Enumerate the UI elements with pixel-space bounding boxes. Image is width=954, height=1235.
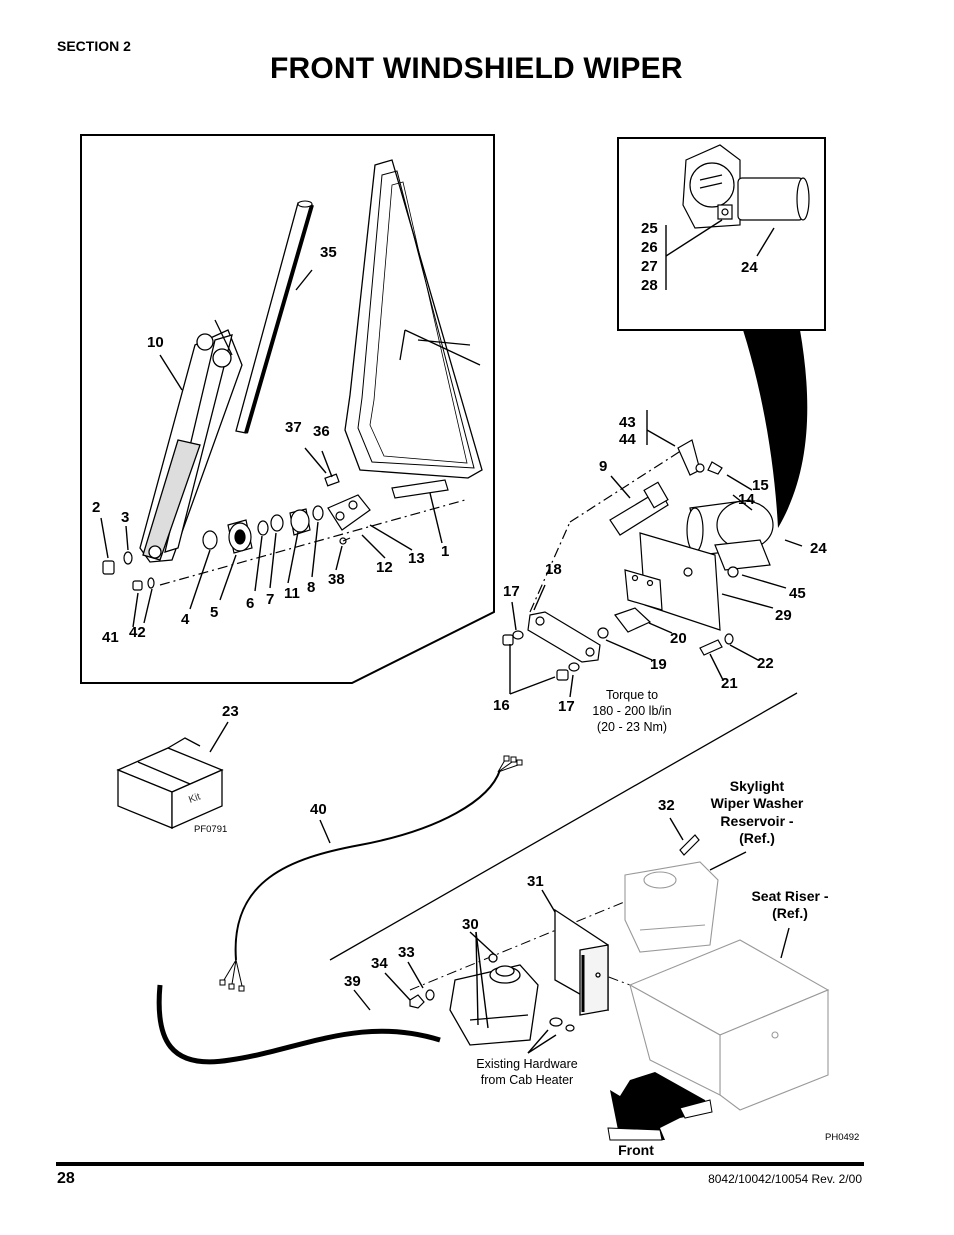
reservoir-drawing — [449, 953, 539, 1046]
section-label: SECTION 2 — [57, 38, 131, 54]
callout-33: 33 — [398, 944, 415, 961]
inset-pointer-tail — [743, 330, 808, 528]
callout-42: 42 — [129, 624, 146, 641]
callout-19: 19 — [650, 656, 667, 673]
callout-10: 10 — [147, 334, 164, 351]
callout-44: 44 — [619, 431, 636, 448]
callout-36: 36 — [313, 423, 330, 440]
motor-inset-frame — [617, 137, 826, 331]
callout-15: 15 — [752, 477, 769, 494]
callout-39: 39 — [344, 973, 361, 990]
svg-text:180 - 200 lb/in: 180 - 200 lb/in — [592, 704, 671, 718]
callout-21: 21 — [721, 675, 738, 692]
callout-14: 14 — [738, 491, 755, 508]
svg-text:Skylight: Skylight — [730, 778, 785, 794]
svg-text:(Ref.): (Ref.) — [772, 905, 808, 921]
svg-text:Torque to: Torque to — [606, 688, 658, 702]
callout-24: 24 — [810, 540, 827, 557]
front-arrow-drawing — [607, 1072, 713, 1141]
svg-text:from Cab Heater: from Cab Heater — [481, 1073, 573, 1087]
callout-12: 12 — [376, 559, 393, 576]
callout-7: 7 — [266, 591, 274, 608]
svg-text:(20 - 23 Nm): (20 - 23 Nm) — [597, 720, 667, 734]
callout-43: 43 — [619, 414, 636, 431]
callout-18: 18 — [545, 561, 562, 578]
callout-40: 40 — [310, 801, 327, 818]
callout-34: 34 — [371, 955, 388, 972]
windshield-frame-drawing — [344, 159, 483, 479]
callout-32: 32 — [658, 797, 675, 814]
page-number: 28 — [57, 1170, 75, 1187]
existing-hardware-note: Existing Hardware from Cab Heater — [476, 1057, 577, 1087]
pivot-hardware-drawing — [159, 473, 466, 586]
callout-23: 23 — [222, 703, 239, 720]
footer-rule — [56, 1162, 864, 1166]
callout-8: 8 — [307, 579, 315, 596]
svg-text:Existing Hardware: Existing Hardware — [476, 1057, 577, 1071]
callout-41: 41 — [102, 629, 119, 646]
callout-25: 25 — [641, 220, 658, 237]
svg-text:Reservoir -: Reservoir - — [720, 813, 793, 829]
leader-lines — [100, 219, 803, 1054]
skylight-reservoir-drawing — [624, 861, 719, 953]
callout-29: 29 — [775, 607, 792, 624]
skylight-reservoir-ref: Skylight Wiper Washer Reservoir - (Ref.) — [711, 778, 804, 846]
callout-3: 3 — [121, 509, 129, 526]
callout-35: 35 — [320, 244, 337, 261]
callout-numbers: 35 10 37 36 2 3 1 13 12 38 11 8 6 7 5 4 … — [92, 220, 827, 990]
callout-22: 22 — [757, 655, 774, 672]
callout-27: 27 — [641, 258, 658, 275]
washer-hose-drawing — [156, 984, 441, 1065]
callout-13: 13 — [408, 550, 425, 567]
windshield-inset-frame — [80, 134, 495, 684]
callout-4: 4 — [181, 611, 190, 628]
callout-26: 26 — [641, 239, 658, 256]
front-label: Front — [618, 1142, 654, 1158]
callout-16: 16 — [493, 697, 510, 714]
callout-2: 2 — [92, 499, 100, 516]
callout-37: 37 — [285, 419, 302, 436]
seat-riser-drawing — [628, 939, 830, 1111]
kit-label: Kit — [187, 791, 202, 805]
seat-riser-ref: Seat Riser - (Ref.) — [751, 888, 828, 921]
small-hardware-drawing — [102, 551, 155, 591]
torque-note: Torque to 180 - 200 lb/in (20 - 23 Nm) — [592, 688, 671, 734]
screw-32-drawing — [679, 834, 700, 856]
svg-text:Seat Riser -: Seat Riser - — [751, 888, 828, 904]
callout-38: 38 — [328, 571, 345, 588]
motor-assembly-drawing — [529, 439, 774, 631]
motor-inset-drawing — [682, 144, 810, 229]
main-photo-id: PH0492 — [825, 1132, 859, 1143]
callout-6: 6 — [246, 595, 254, 612]
page-title: FRONT WINDSHIELD WIPER — [270, 52, 683, 85]
document-revision: 8042/10042/10054 Rev. 2/00 — [708, 1172, 862, 1186]
svg-text:Wiper Washer: Wiper Washer — [711, 795, 804, 811]
callout-28: 28 — [641, 277, 658, 294]
callout-1: 1 — [441, 543, 449, 560]
wiper-arm-drawing — [139, 319, 243, 563]
callout-5: 5 — [210, 604, 218, 621]
harness-terminals-drawing — [219, 755, 523, 992]
bracket-drawing — [554, 908, 609, 1016]
callout-17-bottom: 17 — [558, 698, 575, 715]
callout-24-inset: 24 — [741, 259, 758, 276]
callout-45: 45 — [789, 585, 806, 602]
kit-box-drawing — [116, 737, 224, 829]
svg-text:(Ref.): (Ref.) — [739, 830, 775, 846]
kit-photo-id: PF0791 — [194, 824, 227, 835]
callout-20: 20 — [670, 630, 687, 647]
callout-30: 30 — [462, 916, 479, 933]
linkage-drawing — [502, 607, 734, 681]
callout-9: 9 — [599, 458, 607, 475]
wiper-blade-drawing — [235, 200, 314, 434]
callout-11: 11 — [284, 585, 300, 602]
divider-line — [329, 692, 798, 961]
callout-31: 31 — [527, 873, 544, 890]
wiring-harness-drawing — [234, 769, 501, 961]
nut-washer-drawing — [409, 989, 575, 1032]
callout-17-top: 17 — [503, 583, 520, 600]
